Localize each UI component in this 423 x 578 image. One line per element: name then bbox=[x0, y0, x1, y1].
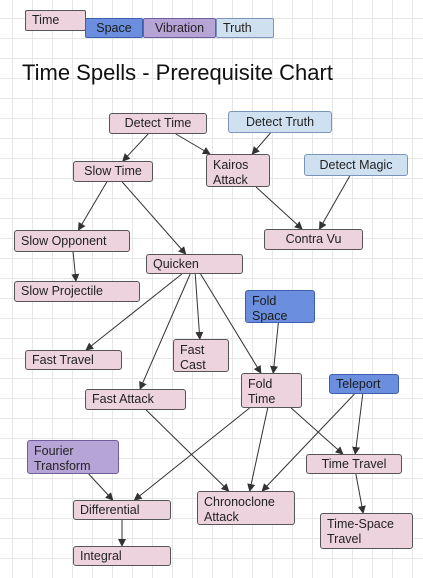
spell-fourier-transform[interactable]: Fourier Transform bbox=[27, 440, 119, 474]
spell-contra-vu[interactable]: Contra Vu bbox=[264, 229, 363, 250]
legend-truth: Truth bbox=[216, 18, 274, 38]
arrow-slow_time-to-slow_opponent bbox=[77, 181, 108, 231]
arrow-fold_time-to-time_travel bbox=[290, 407, 344, 455]
legend-time: Time bbox=[25, 10, 86, 31]
arrow-detect_truth-to-kairos_attack bbox=[251, 132, 271, 155]
spell-slow-opponent[interactable]: Slow Opponent bbox=[14, 230, 130, 252]
spell-detect-magic[interactable]: Detect Magic bbox=[304, 154, 408, 176]
legend-vibration: Vibration bbox=[143, 18, 216, 38]
spell-differential[interactable]: Differential bbox=[73, 500, 171, 520]
arrow-fold_time-to-differential bbox=[133, 407, 250, 501]
spell-teleport[interactable]: Teleport bbox=[329, 374, 399, 394]
legend-space: Space bbox=[85, 18, 143, 38]
arrow-fast_attack-to-chronoclone_attack bbox=[145, 409, 230, 492]
spell-chronoclone-attack[interactable]: Chronoclone Attack bbox=[197, 491, 295, 525]
arrow-slow_time-to-quicken bbox=[121, 181, 187, 255]
arrow-detect_time-to-kairos_attack bbox=[175, 133, 211, 155]
arrow-detect_time-to-slow_time bbox=[122, 133, 149, 162]
spell-fold-space[interactable]: Fold Space bbox=[245, 290, 315, 323]
arrow-quicken-to-fast_cast bbox=[194, 273, 204, 340]
arrow-fold_space-to-fold_time bbox=[269, 322, 279, 374]
spell-quicken[interactable]: Quicken bbox=[146, 254, 243, 274]
spell-slow-time[interactable]: Slow Time bbox=[73, 161, 153, 182]
spell-integral[interactable]: Integral bbox=[73, 546, 171, 566]
arrow-fourier_transform-to-differential bbox=[88, 473, 114, 501]
arrow-time_travel-to-time_space_travel bbox=[355, 473, 366, 514]
spell-fold-time[interactable]: Fold Time bbox=[241, 373, 302, 408]
spell-detect-truth[interactable]: Detect Truth bbox=[228, 111, 332, 133]
chart-title: Time Spells - Prerequisite Chart bbox=[22, 60, 333, 85]
spell-time-travel[interactable]: Time Travel bbox=[306, 454, 402, 474]
arrow-kairos_attack-to-contra_vu bbox=[255, 186, 303, 230]
arrow-fold_time-to-chronoclone_attack bbox=[247, 407, 269, 492]
spell-kairos-attack[interactable]: Kairos Attack bbox=[206, 154, 270, 187]
arrow-slow_opponent-to-slow_projectile bbox=[71, 251, 80, 282]
spell-fast-cast[interactable]: Fast Cast bbox=[173, 339, 229, 372]
arrow-detect_magic-to-contra_vu bbox=[318, 175, 351, 230]
spell-slow-projectile[interactable]: Slow Projectile bbox=[14, 281, 140, 302]
spell-fast-attack[interactable]: Fast Attack bbox=[85, 389, 186, 410]
arrow-teleport-to-time_travel bbox=[352, 393, 364, 455]
spell-fast-travel[interactable]: Fast Travel bbox=[25, 350, 122, 370]
spell-time-space-travel[interactable]: Time-Space Travel bbox=[320, 513, 413, 549]
arrow-teleport-to-chronoclone_attack bbox=[261, 393, 355, 492]
spell-detect-time[interactable]: Detect Time bbox=[109, 113, 207, 134]
